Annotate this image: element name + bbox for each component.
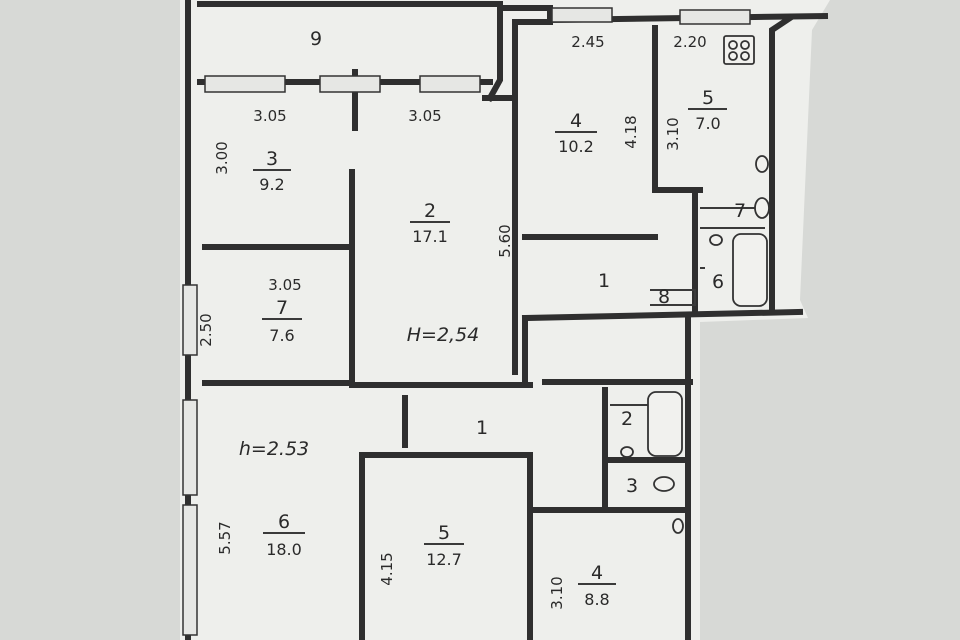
stove-burner-icon bbox=[728, 40, 738, 50]
room-5-number: 5 bbox=[438, 522, 450, 544]
room-6-number: 6 bbox=[278, 511, 290, 533]
room-3-number: 3 bbox=[266, 148, 278, 170]
stove-burner-icon bbox=[740, 40, 750, 50]
sink-icon bbox=[755, 155, 769, 173]
dim-label: 5.57 bbox=[216, 521, 234, 554]
dim-label: 5.60 bbox=[496, 224, 514, 257]
room-7-area: 7.6 bbox=[269, 326, 294, 345]
stove-burner-icon bbox=[740, 51, 750, 61]
room-5-number: 5 bbox=[702, 87, 714, 109]
sink-icon bbox=[709, 234, 723, 246]
dim-label: 2.50 bbox=[197, 313, 215, 346]
dim-label: 2.45 bbox=[571, 33, 604, 51]
toilet-icon bbox=[754, 197, 770, 219]
dim-label: 3.05 bbox=[408, 107, 441, 125]
room-4-area: 10.2 bbox=[558, 137, 594, 156]
dim-label: 3.10 bbox=[664, 117, 682, 150]
sink-icon bbox=[672, 518, 684, 534]
sink-icon bbox=[620, 446, 634, 458]
room-4-area: 8.8 bbox=[584, 590, 609, 609]
ceiling-height-label: H=2,54 bbox=[407, 324, 480, 346]
dim-label: 3.05 bbox=[268, 276, 301, 294]
dim-label: 4.18 bbox=[622, 115, 640, 148]
room-2-number: 2 bbox=[424, 200, 436, 222]
dim-label: 3.00 bbox=[213, 141, 231, 174]
dim-label: 3.10 bbox=[548, 576, 566, 609]
stove-burner-icon bbox=[728, 51, 738, 61]
wc-3-number: 3 bbox=[626, 475, 638, 497]
ceiling-height-label: h=2.53 bbox=[239, 438, 309, 460]
hall-1-number: 1 bbox=[476, 417, 488, 439]
hall-1-number: 1 bbox=[598, 270, 610, 292]
room-6-area: 18.0 bbox=[266, 540, 302, 559]
closet-8-number: 8 bbox=[658, 286, 670, 308]
room-5-area: 7.0 bbox=[695, 114, 720, 133]
room-3-area: 9.2 bbox=[259, 175, 284, 194]
dim-label: 3.05 bbox=[253, 107, 286, 125]
wc-7-number: 7 bbox=[734, 200, 746, 222]
room-4-number: 4 bbox=[570, 110, 582, 132]
room-2-area: 17.1 bbox=[412, 227, 448, 246]
room-7-number: 7 bbox=[276, 297, 288, 319]
bath-2-number: 2 bbox=[621, 408, 633, 430]
bath-6-number: 6 bbox=[712, 271, 724, 293]
windows bbox=[182, 7, 751, 636]
stove-icon bbox=[723, 35, 755, 65]
room-5-area: 12.7 bbox=[426, 550, 462, 569]
dim-label: 2.20 bbox=[673, 33, 706, 51]
room-4-number: 4 bbox=[591, 562, 603, 584]
room-9-number: 9 bbox=[310, 28, 322, 50]
fraction-bars bbox=[253, 108, 727, 585]
bathtub-icon bbox=[647, 391, 683, 457]
toilet-icon bbox=[653, 476, 675, 492]
dim-label: 4.15 bbox=[378, 552, 396, 585]
bathtub-icon bbox=[732, 233, 768, 307]
